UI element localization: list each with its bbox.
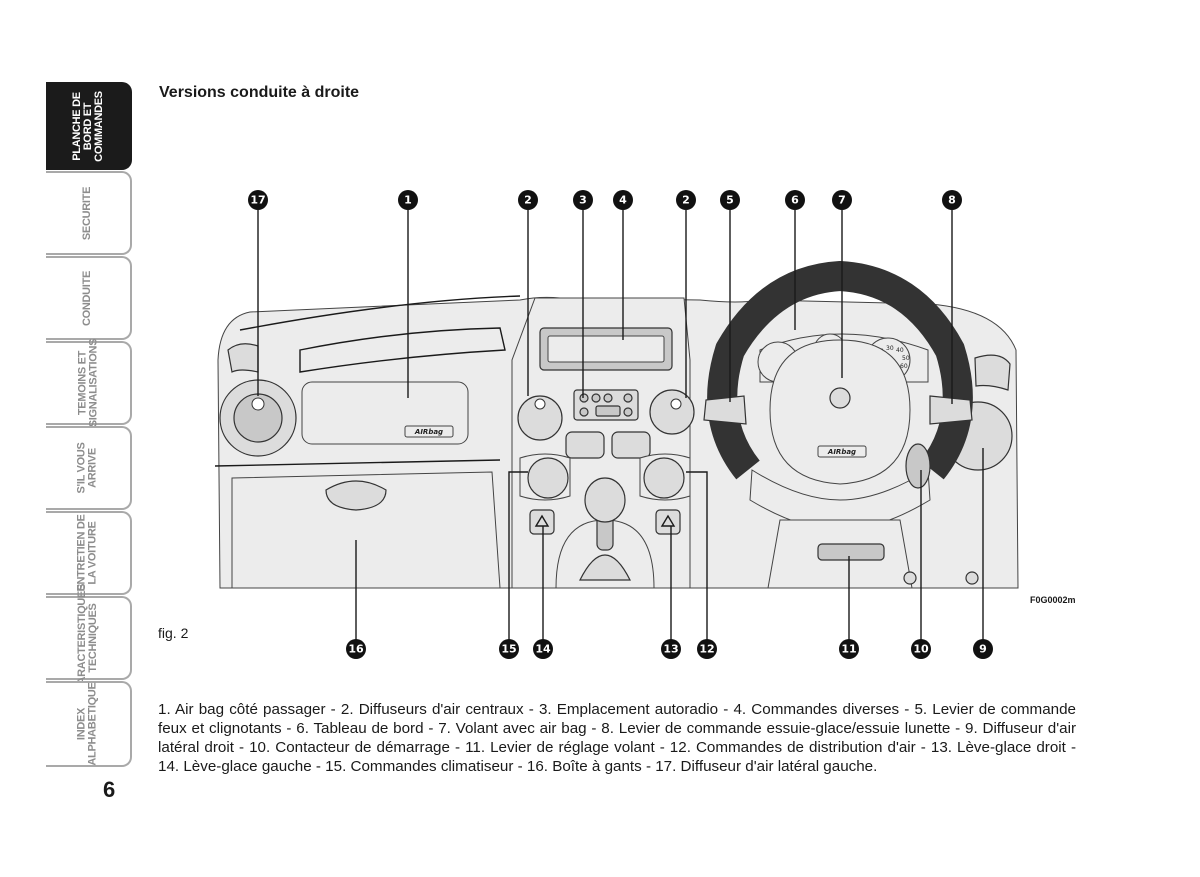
callout-13: 13 bbox=[661, 639, 681, 659]
tab-label: SECURITE bbox=[81, 186, 94, 240]
svg-text:12: 12 bbox=[699, 643, 714, 656]
steering-wheel-rim bbox=[707, 260, 973, 480]
tab-planche-de-bord[interactable]: PLANCHE DE BORD ET COMMANDES bbox=[46, 82, 132, 170]
callout-4: 4 bbox=[613, 190, 633, 210]
svg-text:2: 2 bbox=[524, 194, 532, 207]
svg-text:14: 14 bbox=[535, 643, 551, 656]
tab-label: S'IL VOUS ARRIVE bbox=[76, 442, 99, 494]
callout-1: 1 bbox=[398, 190, 418, 210]
callout-14: 14 bbox=[533, 639, 553, 659]
center-vent-right bbox=[649, 389, 695, 435]
svg-text:6: 6 bbox=[791, 194, 799, 207]
tab-label: CONDUITE bbox=[81, 270, 94, 326]
svg-text:17: 17 bbox=[250, 194, 265, 207]
section-heading: Versions conduite à droite bbox=[159, 84, 360, 101]
figure-label: fig. 2 bbox=[158, 625, 189, 641]
steering-adjust-lever bbox=[817, 543, 885, 561]
climate-controls bbox=[527, 457, 569, 499]
svg-text:2: 2 bbox=[682, 194, 690, 207]
tab-label: TEMOINS ET SIGNALISATIONS bbox=[76, 338, 99, 428]
svg-text:4: 4 bbox=[619, 194, 627, 207]
glove-box bbox=[231, 471, 501, 589]
tab-temoins[interactable]: TEMOINS ET SIGNALISATIONS bbox=[46, 338, 132, 428]
dashboard-illustration: AIRbag 10 20 30 40 50 60 AIRba bbox=[214, 190, 1019, 659]
callout-6: 6 bbox=[785, 190, 805, 210]
svg-text:5: 5 bbox=[726, 194, 734, 207]
figure-caption: 1. Air bag côté passager - 2. Diffuseurs… bbox=[158, 701, 1076, 775]
svg-text:15: 15 bbox=[501, 643, 516, 656]
air-distribution-controls bbox=[643, 457, 685, 499]
callout-2-left: 2 bbox=[518, 190, 538, 210]
gear-knob bbox=[584, 477, 626, 523]
airbag-badge-passenger: AIRbag bbox=[414, 428, 443, 436]
airbag-badge-driver: AIRbag bbox=[827, 448, 856, 456]
svg-text:7: 7 bbox=[838, 194, 846, 207]
gauge-number: 50 bbox=[902, 355, 910, 362]
tab-label: ENTRETIEN DE LA VOITURE bbox=[75, 514, 99, 592]
callout-17: 17 bbox=[248, 190, 268, 210]
misc-controls-panel bbox=[573, 389, 639, 421]
callout-16: 16 bbox=[346, 639, 366, 659]
callout-5: 5 bbox=[720, 190, 740, 210]
gauge-number: 60 bbox=[900, 363, 908, 370]
svg-text:13: 13 bbox=[663, 643, 678, 656]
svg-text:11: 11 bbox=[841, 643, 856, 656]
svg-text:3: 3 bbox=[579, 194, 587, 207]
callout-3: 3 bbox=[573, 190, 593, 210]
callout-8: 8 bbox=[942, 190, 962, 210]
callout-10: 10 bbox=[911, 639, 931, 659]
svg-text:10: 10 bbox=[913, 643, 929, 656]
gauge-number: 30 bbox=[886, 345, 894, 352]
svg-text:9: 9 bbox=[979, 643, 987, 656]
svg-text:16: 16 bbox=[348, 643, 364, 656]
figure-code: F0G0002m bbox=[1030, 595, 1076, 605]
callout-9: 9 bbox=[973, 639, 993, 659]
ignition-switch bbox=[905, 443, 931, 489]
tab-index[interactable]: INDEX ALPHABETIQUE bbox=[46, 681, 132, 767]
tab-entretien[interactable]: ENTRETIEN DE LA VOITURE bbox=[46, 511, 132, 595]
gauge-number: 40 bbox=[896, 347, 904, 354]
tab-sil-vous-arrive[interactable]: S'IL VOUS ARRIVE bbox=[46, 426, 132, 510]
svg-text:1: 1 bbox=[404, 194, 412, 207]
tab-caracteristiques[interactable]: CARACTERISTIQUES TECHNIQUES bbox=[46, 584, 132, 692]
window-switch-left bbox=[529, 509, 555, 535]
tab-conduite[interactable]: CONDUITE bbox=[46, 256, 132, 340]
center-vent-left bbox=[517, 395, 563, 441]
tab-securite[interactable]: SECURITE bbox=[46, 171, 132, 255]
tab-label: INDEX ALPHABETIQUE bbox=[76, 682, 99, 766]
wiper-stalk bbox=[929, 395, 973, 425]
callout-7: 7 bbox=[832, 190, 852, 210]
callout-11: 11 bbox=[839, 639, 859, 659]
tab-label: PLANCHE DE BORD ET COMMANDES bbox=[70, 90, 105, 162]
svg-text:8: 8 bbox=[948, 194, 956, 207]
callout-12: 12 bbox=[697, 639, 717, 659]
steering-wheel-hub bbox=[769, 339, 911, 485]
lights-stalk bbox=[703, 395, 747, 425]
callout-15: 15 bbox=[499, 639, 519, 659]
tab-label: CARACTERISTIQUES TECHNIQUES bbox=[76, 583, 100, 693]
page-number: 6 bbox=[103, 777, 116, 802]
callout-2-right: 2 bbox=[676, 190, 696, 210]
window-switch-right bbox=[655, 509, 681, 535]
